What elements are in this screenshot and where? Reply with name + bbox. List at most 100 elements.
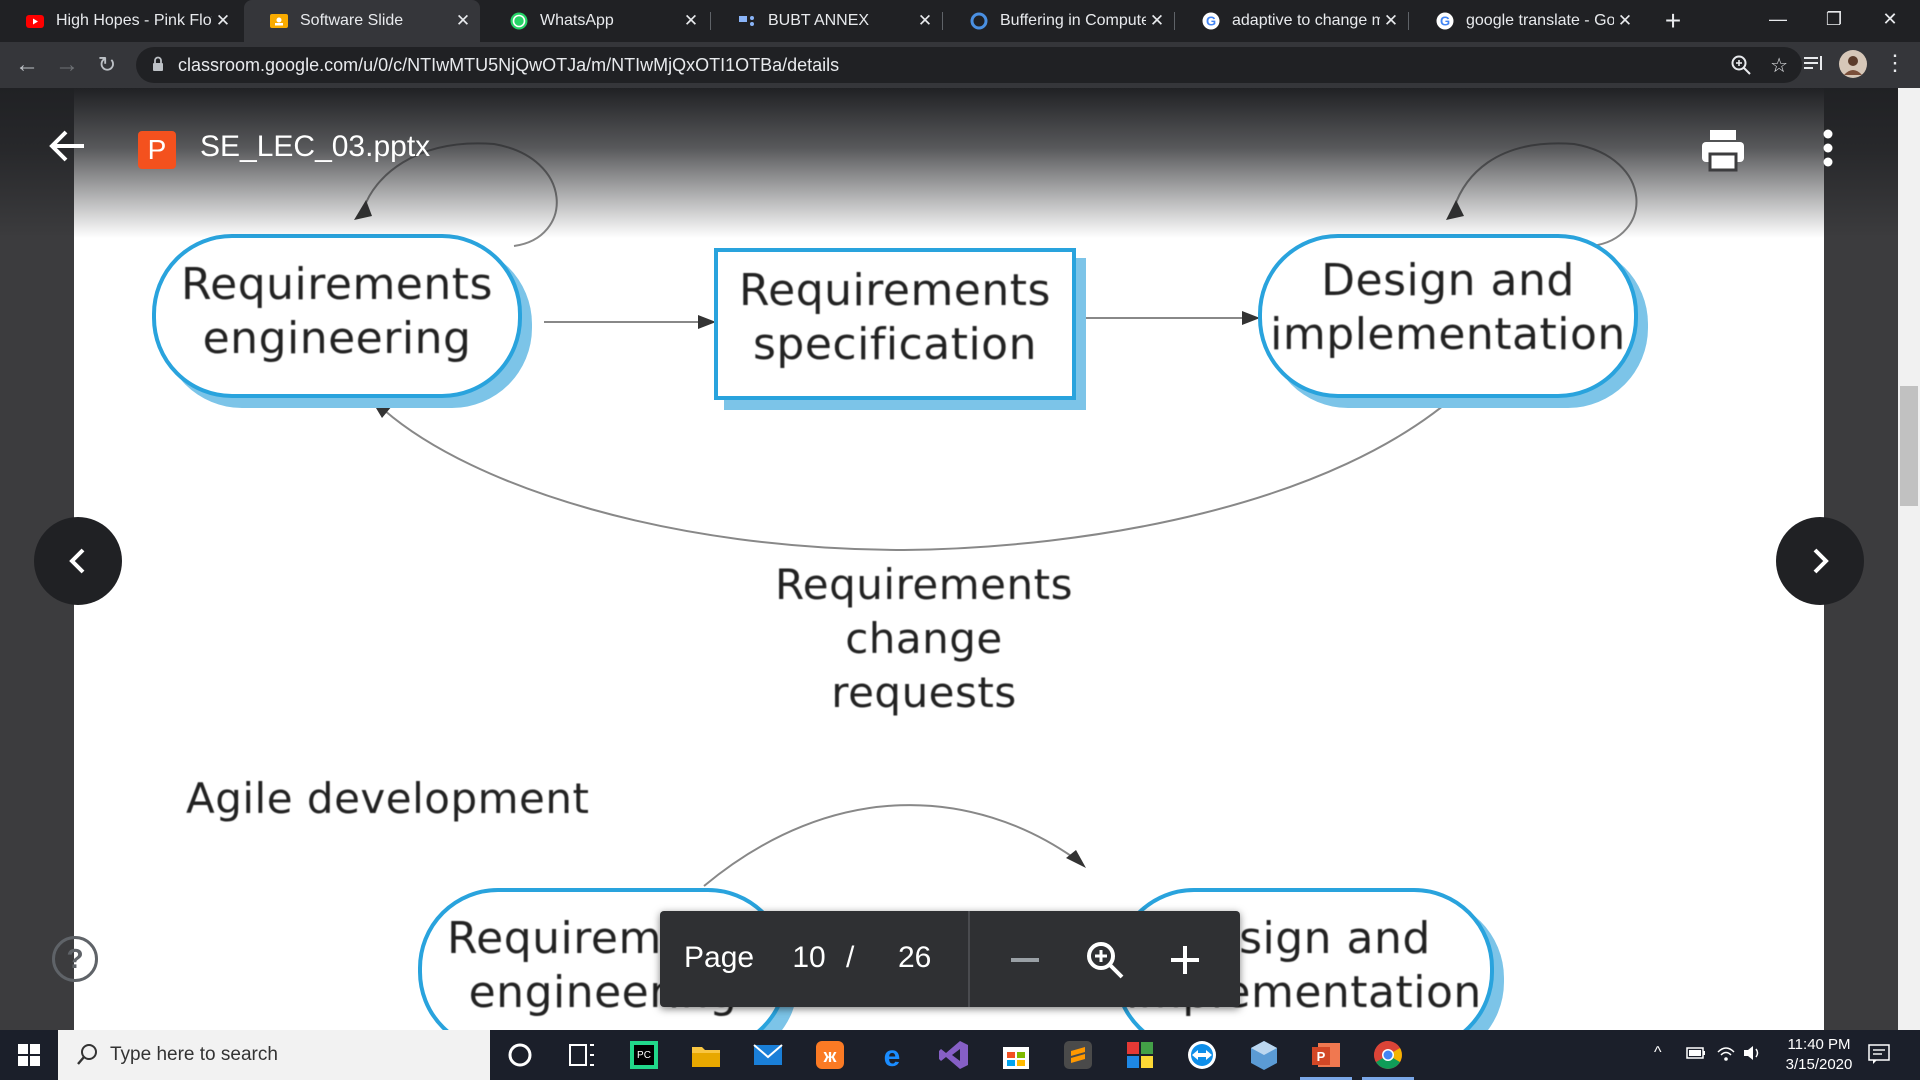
address-bar[interactable]: classroom.google.com/u/0/c/NTIwMTU5NjQwO…	[136, 47, 1802, 83]
chevron-right-icon	[1813, 548, 1829, 574]
svg-text:ж: ж	[823, 1046, 837, 1066]
svg-text:G: G	[1440, 14, 1450, 29]
file-explorer-icon[interactable]	[690, 1039, 722, 1071]
tab-title: High Hopes - Pink Floy	[56, 12, 212, 29]
annex-icon	[738, 12, 756, 30]
forward-icon[interactable]: →	[55, 51, 79, 78]
minimize-icon[interactable]: —	[1769, 9, 1787, 29]
current-page-input[interactable]: 10	[792, 941, 826, 974]
search-placeholder: Type here to search	[110, 1044, 278, 1065]
taskbar-search[interactable]: Type here to search	[58, 1030, 490, 1080]
reload-icon[interactable]: ↻	[97, 52, 117, 77]
zoom-in-icon	[1087, 942, 1124, 979]
scrollbar-thumb[interactable]	[1900, 386, 1918, 506]
tab-title: google translate - Goo	[1466, 12, 1614, 29]
zoom-icon[interactable]	[1730, 54, 1752, 81]
tab-title: BUBT ANNEX	[768, 12, 870, 29]
back-icon[interactable]: ←	[15, 51, 39, 78]
store-icon[interactable]	[1000, 1039, 1032, 1071]
plus-icon	[1171, 946, 1199, 974]
help-icon[interactable]: ?	[52, 936, 98, 982]
close-icon[interactable]: ✕	[1617, 11, 1633, 30]
windows-start-icon[interactable]	[0, 1030, 58, 1080]
file-name: SE_LEC_03.pptx	[200, 130, 431, 163]
tab-strip: High Hopes - Pink Floy ✕ Software Slide …	[0, 0, 1920, 42]
zoom-out-button[interactable]	[1000, 935, 1050, 985]
close-icon[interactable]: ✕	[1383, 11, 1399, 30]
wifi-icon[interactable]	[1716, 1044, 1736, 1067]
node-design-implementation	[1258, 234, 1638, 398]
whatsapp-icon	[510, 12, 528, 30]
virtualbox-icon[interactable]	[1248, 1039, 1280, 1071]
window-close-icon[interactable]: ✕	[1882, 9, 1898, 29]
menu-icon[interactable]: ⋮	[1884, 50, 1906, 75]
lock-icon	[152, 56, 164, 77]
battery-icon[interactable]	[1686, 1046, 1706, 1065]
youtube-icon	[26, 12, 44, 30]
tab-adaptive[interactable]: G adaptive to change me ✕	[1176, 0, 1408, 42]
sublime-icon[interactable]	[1062, 1039, 1094, 1071]
print-icon[interactable]	[1700, 128, 1746, 177]
show-hidden-icons[interactable]: ^	[1654, 1044, 1662, 1061]
divider	[968, 911, 970, 1007]
previous-page-button[interactable]	[34, 517, 122, 605]
tab-youtube[interactable]: High Hopes - Pink Floy ✕	[0, 0, 240, 42]
close-icon[interactable]: ✕	[683, 11, 699, 30]
windows-taskbar: Type here to search PC ж e P ^ 11:40 PM …	[0, 1030, 1920, 1080]
tab-title: adaptive to change me	[1232, 12, 1380, 29]
close-icon[interactable]: ✕	[455, 11, 471, 30]
google-icon: G	[1202, 12, 1220, 30]
svg-text:PC: PC	[637, 1050, 651, 1061]
minus-icon	[1011, 958, 1039, 962]
bookmark-star-icon[interactable]: ☆	[1770, 55, 1788, 77]
zoom-in-button[interactable]	[1160, 935, 1210, 985]
clock-time: 11:40 PM	[1787, 1036, 1851, 1053]
cortana-icon[interactable]	[504, 1039, 536, 1071]
tab-bubt-annex[interactable]: BUBT ANNEX ✕	[712, 0, 942, 42]
close-icon[interactable]: ✕	[215, 11, 231, 30]
page-separator: /	[846, 941, 855, 974]
profile-avatar[interactable]	[1839, 50, 1867, 83]
zoom-fit-button[interactable]	[1080, 935, 1130, 985]
mail-icon[interactable]	[752, 1039, 784, 1071]
pycharm-icon[interactable]: PC	[628, 1039, 660, 1071]
tab-buffering[interactable]: Buffering in Computers ✕	[944, 0, 1174, 42]
edge-icon[interactable]: e	[876, 1039, 908, 1073]
google-icon: G	[1436, 12, 1454, 30]
close-icon[interactable]: ✕	[1149, 11, 1165, 30]
action-center-icon[interactable]	[1868, 1044, 1890, 1069]
page-navigation-bar: Page 10 / 26	[660, 911, 1240, 1007]
tab-software-slide[interactable]: Software Slide ✕	[244, 0, 480, 42]
powerpoint-taskbar-icon[interactable]: P	[1300, 1039, 1352, 1080]
visual-studio-icon[interactable]	[938, 1039, 970, 1071]
svg-text:P: P	[1317, 1049, 1326, 1064]
restore-icon[interactable]: ❐	[1825, 9, 1843, 29]
chevron-left-icon	[69, 548, 85, 574]
close-icon[interactable]: ✕	[917, 11, 933, 30]
tab-google-translate[interactable]: G google translate - Goo ✕	[1410, 0, 1642, 42]
browser-toolbar: ← → ↻ classroom.google.com/u/0/c/NTIwMTU…	[0, 42, 1920, 88]
powerpoint-icon: P	[138, 131, 176, 169]
more-options-icon[interactable]	[1822, 128, 1834, 173]
opera-icon	[970, 12, 988, 30]
winrar-icon[interactable]	[1124, 1039, 1156, 1071]
volume-icon[interactable]	[1742, 1044, 1762, 1067]
scrollbar[interactable]	[1898, 88, 1920, 1030]
tab-whatsapp[interactable]: WhatsApp ✕	[484, 0, 708, 42]
task-view-icon[interactable]	[566, 1039, 598, 1071]
xampp-icon[interactable]: ж	[814, 1039, 846, 1071]
chrome-icon[interactable]	[1362, 1039, 1414, 1080]
new-tab-button[interactable]: +	[1664, 5, 1682, 36]
teamviewer-icon[interactable]	[1186, 1039, 1218, 1071]
tab-title: Buffering in Computers	[1000, 12, 1146, 29]
next-page-button[interactable]	[1776, 517, 1864, 605]
reading-list-icon[interactable]	[1802, 52, 1824, 79]
back-arrow-icon[interactable]	[48, 128, 88, 169]
url-text: classroom.google.com/u/0/c/NTIwMTU5NjQwO…	[178, 55, 840, 75]
taskbar-clock[interactable]: 11:40 PM 3/15/2020	[1764, 1035, 1874, 1075]
